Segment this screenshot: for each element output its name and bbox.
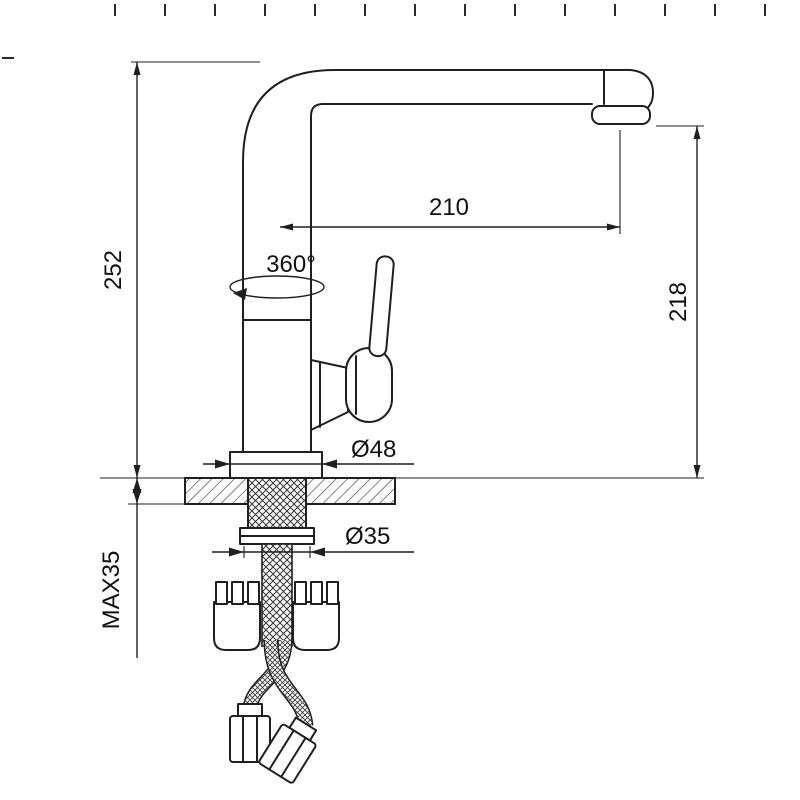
fork-left-tab-2	[231, 581, 244, 605]
deck-max-label: MAX35	[98, 551, 125, 630]
threaded-rod	[261, 543, 293, 647]
dim-reach-210: 210	[280, 130, 621, 234]
base-dia-label: Ø48	[351, 436, 396, 463]
outlet-218-label: 218	[665, 282, 692, 322]
handle-joint	[345, 347, 393, 423]
height-252-label: 252	[100, 250, 127, 290]
dim-outlet-218: 218	[656, 125, 704, 478]
registration-ticks	[2, 4, 766, 59]
handle-lever	[368, 255, 395, 358]
hose-nut-right	[258, 716, 318, 784]
faucet-body-outline	[242, 69, 625, 453]
threaded-shank	[247, 477, 307, 529]
hole-dia-label: Ø35	[345, 523, 390, 550]
dim-swivel: 360°	[229, 251, 325, 300]
mount-fork-left	[213, 601, 261, 651]
faucet-drawing	[184, 68, 654, 784]
fork-left-tab-1	[215, 581, 228, 605]
dim-hole-dia-35: Ø35	[212, 523, 414, 558]
supply-hose-left	[263, 639, 314, 728]
dim-height-252: 252	[100, 61, 704, 479]
fork-right-tab-1	[294, 581, 307, 605]
mount-fork-right	[292, 601, 340, 651]
dim-base-dia-48: Ø48	[203, 436, 414, 469]
hose-nut-left	[229, 703, 271, 763]
base-flange	[229, 451, 323, 479]
aerator	[591, 105, 651, 125]
swivel-label: 360°	[266, 251, 316, 278]
fork-right-tab-2	[310, 581, 323, 605]
faucet-body-inner	[310, 103, 593, 453]
fork-right-tab-3	[326, 581, 339, 605]
reach-210-label: 210	[429, 194, 469, 221]
supply-hose-right	[242, 639, 293, 710]
fork-left-tab-3	[247, 581, 260, 605]
dim-deck-max35: MAX35	[98, 478, 186, 658]
